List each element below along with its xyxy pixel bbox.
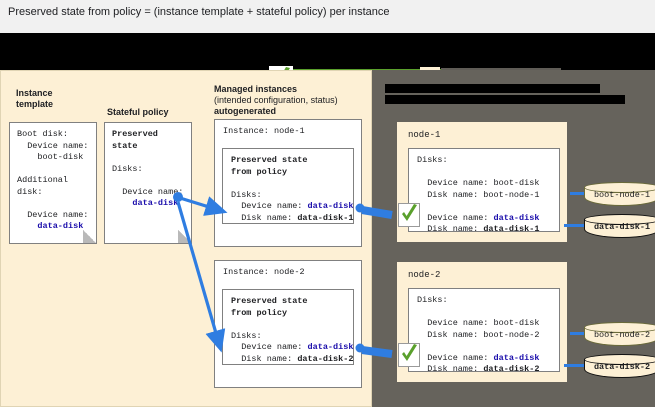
node-1-label: node-1	[408, 130, 441, 140]
node-2-label: node-2	[408, 270, 441, 280]
stateful-policy-card-text: Preserved state Disks: Device name: data…	[112, 129, 184, 208]
disk-cylinder-boot-node-2-label: boot-node-2	[593, 330, 651, 340]
preserved-state-box-node-1: Preserved state from policy Disks: Devic…	[222, 148, 354, 224]
disk-cylinder-data-disk-1-label: data-disk-1	[593, 222, 651, 232]
section-heading-instance-template: Instance template	[16, 88, 54, 109]
redacted-legend-band	[0, 33, 655, 103]
stateful-policy-card: Preserved state Disks: Device name: data…	[104, 122, 192, 244]
node-1-disks-text: Disks: Device name: boot-disk Disk name:…	[417, 155, 540, 234]
node-1-disks-box: Disks: Device name: boot-disk Disk name:…	[408, 148, 560, 234]
right-header-redaction-line-2	[385, 95, 625, 104]
node-1-status-check-icon	[398, 203, 420, 227]
node-2-disks-text: Disks: Device name: boot-disk Disk name:…	[417, 295, 540, 374]
card-fold-corner	[178, 230, 192, 244]
disk-cylinder-boot-node-2: boot-node-2	[584, 322, 655, 348]
disk-link-boot-node-2	[570, 332, 588, 335]
disk-cylinder-data-disk-2-label: data-disk-2	[593, 362, 651, 372]
managed-instance-node-1-label: Instance: node-1	[223, 126, 305, 136]
node-2-disks-box: Disks: Device name: boot-disk Disk name:…	[408, 288, 560, 374]
right-header-redaction-line-1	[385, 84, 600, 93]
disk-cylinder-boot-node-1: boot-node-1	[584, 182, 655, 208]
preserved-state-box-node-2: Preserved state from policy Disks: Devic…	[222, 289, 354, 365]
instance-template-card: Boot disk: Device name: boot-disk Additi…	[9, 122, 97, 244]
preserved-state-box-node-1-text: Preserved state from policy Disks: Devic…	[231, 155, 354, 223]
disk-cylinder-data-disk-2: data-disk-2	[584, 354, 655, 380]
preserved-state-box-node-2-text: Preserved state from policy Disks: Devic…	[231, 296, 354, 364]
card-fold-corner	[83, 230, 97, 244]
disk-link-data-disk-1	[564, 224, 588, 227]
node-2-status-check-icon	[398, 343, 420, 367]
section-heading-managed-instances: Managed instances (intended configuratio…	[214, 84, 338, 116]
disk-link-data-disk-2	[564, 364, 588, 367]
instance-template-card-text: Boot disk: Device name: boot-disk Additi…	[17, 129, 89, 231]
disk-cylinder-boot-node-1-label: boot-node-1	[593, 190, 651, 200]
disk-link-boot-node-1	[570, 192, 588, 195]
page-title: Preserved state from policy = (instance …	[8, 6, 390, 18]
section-heading-stateful-policy: Stateful policy	[107, 107, 169, 117]
disk-cylinder-data-disk-1: data-disk-1	[584, 214, 655, 240]
managed-instance-node-2-label: Instance: node-2	[223, 267, 305, 277]
